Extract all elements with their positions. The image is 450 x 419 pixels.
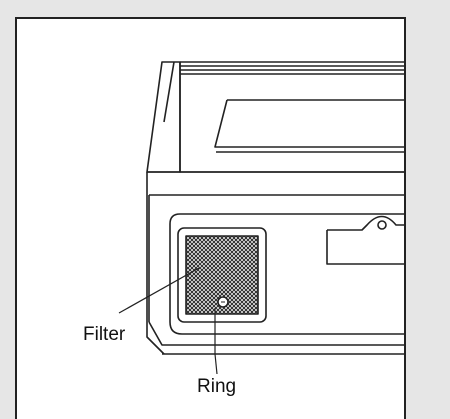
front-panel (169, 213, 404, 335)
leader-lines (118, 267, 218, 375)
filter-leader-line (118, 267, 200, 314)
mounting-hole (377, 220, 387, 230)
filter-housing (177, 227, 267, 323)
device-lid (146, 61, 404, 173)
ring-label: Ring (197, 376, 236, 397)
illustration-panel: Filter Ring (15, 17, 406, 419)
filter-label: Filter (83, 324, 126, 345)
bracket-outline (327, 215, 404, 231)
device-body (146, 171, 404, 355)
device-illustration: Filter Ring (83, 61, 404, 397)
bracket-plate (326, 230, 404, 265)
